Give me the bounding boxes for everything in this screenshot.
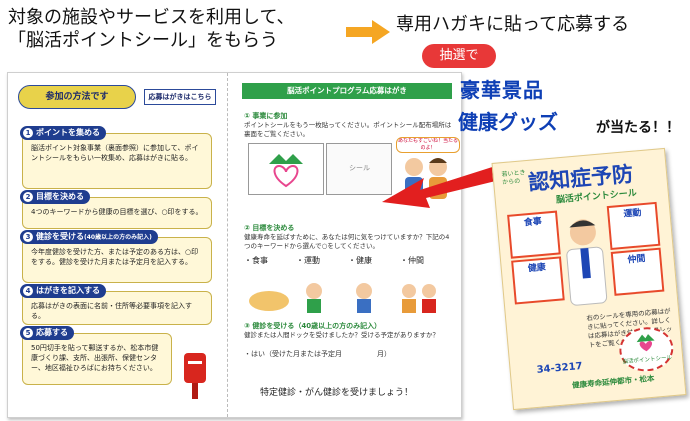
poster-tile-2: 運動 <box>606 201 661 251</box>
keyword-illustrations-icon <box>249 283 436 313</box>
keyword-2: ・運動 <box>296 256 320 265</box>
logo-box <box>248 143 324 195</box>
poster-phone: 34-3217 <box>536 360 583 376</box>
section-2-text: 健康寿命を延ばすために、あなたは何に気をつけていますか？下記の4つのキーワードか… <box>244 233 450 250</box>
leaflet: 参加の方法です 応募はがきはこちら 脳活ポイント対象事業（裏面参照）に参加して、… <box>7 72 462 418</box>
keyword-3: ・健康 <box>348 256 372 265</box>
header-left-line1: 対象の施設やサービスを利用して、 <box>8 7 295 28</box>
doctor-illustration-icon <box>566 219 608 306</box>
section-2-title: ② 目標を決める <box>244 224 295 232</box>
section-3-title: ③ 健診を受ける（40歳以上の方のみ記入） <box>244 322 382 330</box>
keyword-list: ・食事 ・運動 ・健康 ・仲間 <box>244 255 424 266</box>
lottery-badge: 抽選で <box>422 44 496 68</box>
postcard-footer: 特定健診・がん健診を受けましょう！ <box>260 388 414 398</box>
step-2-number: 2 <box>23 192 33 202</box>
method-title: 参加の方法です <box>18 85 136 109</box>
header-left-line2: 「脳活ポイントシール」をもらう <box>8 30 278 51</box>
header-right-text: 専用ハガキに貼って応募する <box>396 14 630 35</box>
poster: 若いときからの 認知症予防 脳活ポイントシール 食事 運動 健康 仲間 右のシー… <box>491 147 687 411</box>
step-4-number: 4 <box>23 286 33 296</box>
prize-line-2: 健康グッズ <box>458 110 558 134</box>
poster-tile-3: 健康 <box>511 256 565 305</box>
speech-bubble: あなたもすごいね！当たるのよ！ <box>396 137 460 153</box>
step-5-title: 応募する <box>36 328 68 337</box>
step-3-body: 今年度健診を受けた方、または予定のある方は、○印をする。健診を受けた月または予定… <box>31 248 199 266</box>
step-1: 脳活ポイント対象事業（裏面参照）に参加して、ポイントシールをもらい一枚集め、応募… <box>22 133 212 189</box>
seal-placeholder: シール <box>326 143 392 195</box>
seal-label: シール <box>349 164 370 172</box>
section-1: ① 事業に参加 ポイントシールをもう一枚貼ってください。ポイントシール配布場所は… <box>244 111 454 139</box>
keyword-1: ・食事 <box>244 256 268 265</box>
section-3-text: 健診または人間ドックを受けましたか？受ける予定がありますか？ <box>244 331 439 339</box>
step-1-number: 1 <box>23 128 33 138</box>
section-3-option: ・はい（受けた月または予定月 月） <box>244 350 391 358</box>
red-arrow-icon <box>382 162 508 208</box>
step-5: 50円切手を貼って郵送するか、松本市健康づくり課、支所、出張所、保健センター、地… <box>22 333 172 385</box>
poster-seal-logo-icon <box>636 334 655 352</box>
arrow-right-icon <box>346 20 390 44</box>
prize-line-1: 豪華景品 <box>460 78 544 102</box>
section-1-text: ポイントシールをもう一枚貼ってください。ポイントシール配布場所は裏面をご覧くださ… <box>244 121 452 138</box>
brain-heart-logo-icon <box>269 154 303 188</box>
section-3: ③ 健診を受ける（40歳以上の方のみ記入） 健診または人間ドックを受けましたか？… <box>244 321 456 359</box>
fold-line <box>227 73 229 417</box>
poster-footer: 健康寿命延伸都市・松本 <box>571 373 655 390</box>
poster-seal: 脳活ポイントシール <box>617 325 676 374</box>
keyword-4: ・仲間 <box>400 256 424 265</box>
step-4-body: 応募はがきの表面に名前・住所等必要事項を記入する。 <box>31 302 192 320</box>
poster-small-text: 若いときからの <box>501 169 526 187</box>
section-1-title: ① 事業に参加 <box>244 112 288 120</box>
step-2-title: 目標を決める <box>36 192 84 201</box>
section-2: ② 目標を決める 健康寿命を延ばすために、あなたは何に気をつけていますか？下記の… <box>244 223 454 266</box>
postbox-icon <box>184 353 206 399</box>
header-left-text: 対象の施設やサービスを利用して、 「脳活ポイントシール」をもらう <box>8 6 295 52</box>
leaflet-left-panel: 参加の方法です 応募はがきはこちら 脳活ポイント対象事業（裏面参照）に参加して、… <box>8 73 226 417</box>
step-3-badge: (40歳以上の方のみ記入) <box>84 234 152 241</box>
poster-seal-text: 脳活ポイントシール <box>622 355 673 366</box>
step-3-title: 健診を受ける <box>36 232 84 241</box>
postcard-header: 脳活ポイントプログラム応募はがき <box>242 83 452 99</box>
prize-suffix: が当たる！！ <box>596 120 680 136</box>
step-5-body: 50円切手を貼って郵送するか、松本市健康づくり課、支所、出張所、保健センター、地… <box>31 344 159 372</box>
leaflet-right-panel: 脳活ポイントプログラム応募はがき ① 事業に参加 ポイントシールをもう一枚貼って… <box>230 73 461 417</box>
step-1-title: ポイントを集める <box>36 128 100 137</box>
step-2-body: 4つのキーワードから健康の目標を選び、○印をする。 <box>31 208 203 216</box>
step-5-number: 5 <box>23 328 33 338</box>
poster-tile-4: 仲間 <box>610 247 665 296</box>
step-3-number: 3 <box>23 232 33 242</box>
poster-tile-1: 食事 <box>507 210 561 259</box>
step-4-title: はがきを記入する <box>36 286 100 295</box>
step-4: 応募はがきの表面に名前・住所等必要事項を記入する。 <box>22 291 212 325</box>
postcard-note: 応募はがきはこちら <box>144 89 216 105</box>
step-1-body: 脳活ポイント対象事業（裏面参照）に参加して、ポイントシールをもらい一枚集め、応募… <box>31 144 199 162</box>
